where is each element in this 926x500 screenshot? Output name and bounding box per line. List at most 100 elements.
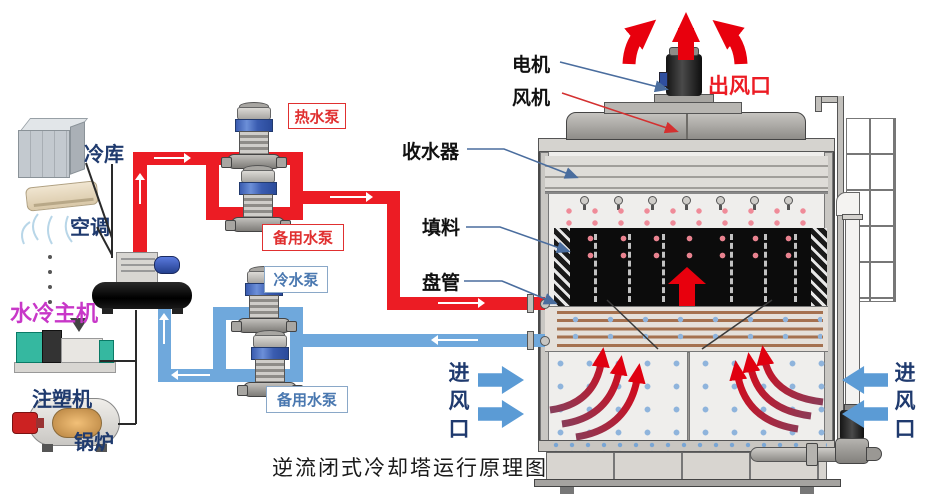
coil-header-bottom (540, 336, 550, 346)
pump-flange (221, 157, 232, 168)
flow-arrow-right (330, 192, 373, 202)
spray-nozzle (682, 196, 691, 210)
fill-chevron (594, 234, 597, 302)
fan-housing (566, 112, 806, 140)
circulation-pump-body (835, 438, 869, 464)
pump-body (239, 131, 269, 156)
injection-machine-base (14, 362, 116, 373)
air-conditioner-label: 空调 (70, 217, 110, 239)
spray-nozzle (580, 196, 589, 210)
boiler-label: 锅炉 (74, 432, 114, 454)
diagram-title: 逆流闭式冷却塔运行原理图 (272, 456, 548, 480)
pump-flange (286, 321, 297, 332)
tower-foot (800, 487, 814, 494)
drift-eliminator-label: 收水器 (402, 142, 460, 163)
boiler-foot (96, 444, 107, 452)
injection-machine-hopper (70, 318, 88, 332)
flow-arrow-up (159, 313, 169, 344)
spray-nozzle (784, 196, 793, 210)
motor-leader (559, 61, 669, 93)
fill-chevron (628, 234, 631, 302)
flow-arrow-right (438, 298, 485, 308)
chiller-foot (102, 308, 113, 314)
motor-cap (669, 47, 699, 56)
fill-hatch-left (554, 228, 570, 306)
pump-body (243, 194, 273, 219)
fill-chevron (764, 234, 767, 302)
pump-body (255, 359, 285, 384)
coil-droplets (558, 311, 822, 349)
injection-machine-body (61, 338, 103, 363)
circulation-pipe-stub (866, 447, 882, 461)
flow-arrow-up (135, 173, 145, 204)
fan-label: 风机 (512, 88, 551, 109)
circulation-pipe-flange (806, 443, 818, 466)
coil-header-top (540, 299, 550, 309)
motor-junction-box (659, 72, 668, 87)
standpipe-hook (815, 96, 822, 112)
air-inlet-left-label: 进风口 (448, 362, 470, 441)
air-inlet-arrow (478, 400, 524, 428)
fill-chevron (730, 234, 733, 302)
cold-room-icon (18, 130, 70, 178)
basin-droplets (548, 441, 827, 451)
air-outlet-label: 出风口 (708, 75, 771, 98)
injection-machine-icon (16, 332, 43, 363)
cold-pipe-from-tower (303, 334, 545, 347)
ellipsis-dot (48, 285, 52, 289)
pump-flange (231, 321, 242, 332)
air-inlet-right-label: 进风口 (894, 362, 916, 441)
injection-machine-panel (42, 330, 62, 363)
hot-pipe-downcomer (387, 191, 400, 310)
pump-flange (276, 157, 287, 168)
cold-room-label: 冷库 (84, 144, 124, 166)
flow-arrow-left (431, 335, 478, 345)
hot-water-pump-label: 热水泵 (288, 103, 346, 129)
riser-pipe-flange (842, 214, 863, 220)
riser-pipe-elbow (836, 192, 860, 216)
circulation-pump-pipe (750, 447, 838, 462)
fill-label: 填料 (422, 218, 461, 239)
cold-outlet-flange (527, 331, 534, 350)
hot-pipe-riser (133, 152, 147, 260)
standpipe (837, 96, 844, 445)
injection-machine-label: 注塑机 (32, 389, 92, 411)
air-conditioner-icon (24, 180, 100, 212)
flow-arrow-left (171, 370, 210, 380)
coil-label: 盘管 (422, 273, 461, 294)
ac-air-swirls (21, 213, 73, 245)
pump-body (249, 295, 279, 320)
boiler-foot (42, 444, 53, 452)
ellipsis-dot (48, 300, 52, 304)
chiller-icon (92, 282, 192, 309)
boiler-furnace (52, 408, 102, 438)
motor-icon (666, 54, 702, 96)
boiler-burner-nozzle (36, 418, 44, 428)
cold-loop-left (213, 307, 226, 382)
motor-label: 电机 (512, 55, 551, 76)
cold-pipe-riser (158, 307, 171, 382)
tower-top-deck (538, 138, 835, 152)
fan-platform (604, 102, 742, 114)
cold-backup-pump-label: 备用水泵 (266, 386, 348, 413)
fill-chevron (662, 234, 665, 302)
fill-droplets (574, 230, 807, 268)
boiler-burner (12, 412, 38, 434)
fill-chevron (794, 234, 797, 302)
air-inlet-arrow (478, 366, 524, 394)
spray-nozzle (716, 196, 725, 210)
chiller-label: 水冷主机 (10, 301, 99, 326)
ellipsis-dot (48, 255, 52, 259)
hot-backup-pump-label: 备用水泵 (262, 224, 344, 251)
injection-machine-clamp (99, 340, 114, 363)
basin-rail (534, 479, 841, 487)
center-support (687, 352, 690, 442)
hot-loop-right (290, 152, 303, 220)
spray-droplets (556, 205, 826, 229)
spray-nozzle (648, 196, 657, 210)
flow-arrow-right (154, 153, 191, 163)
ellipsis-dot (48, 270, 52, 274)
pump-flange (237, 385, 248, 396)
spray-nozzle (750, 196, 759, 210)
